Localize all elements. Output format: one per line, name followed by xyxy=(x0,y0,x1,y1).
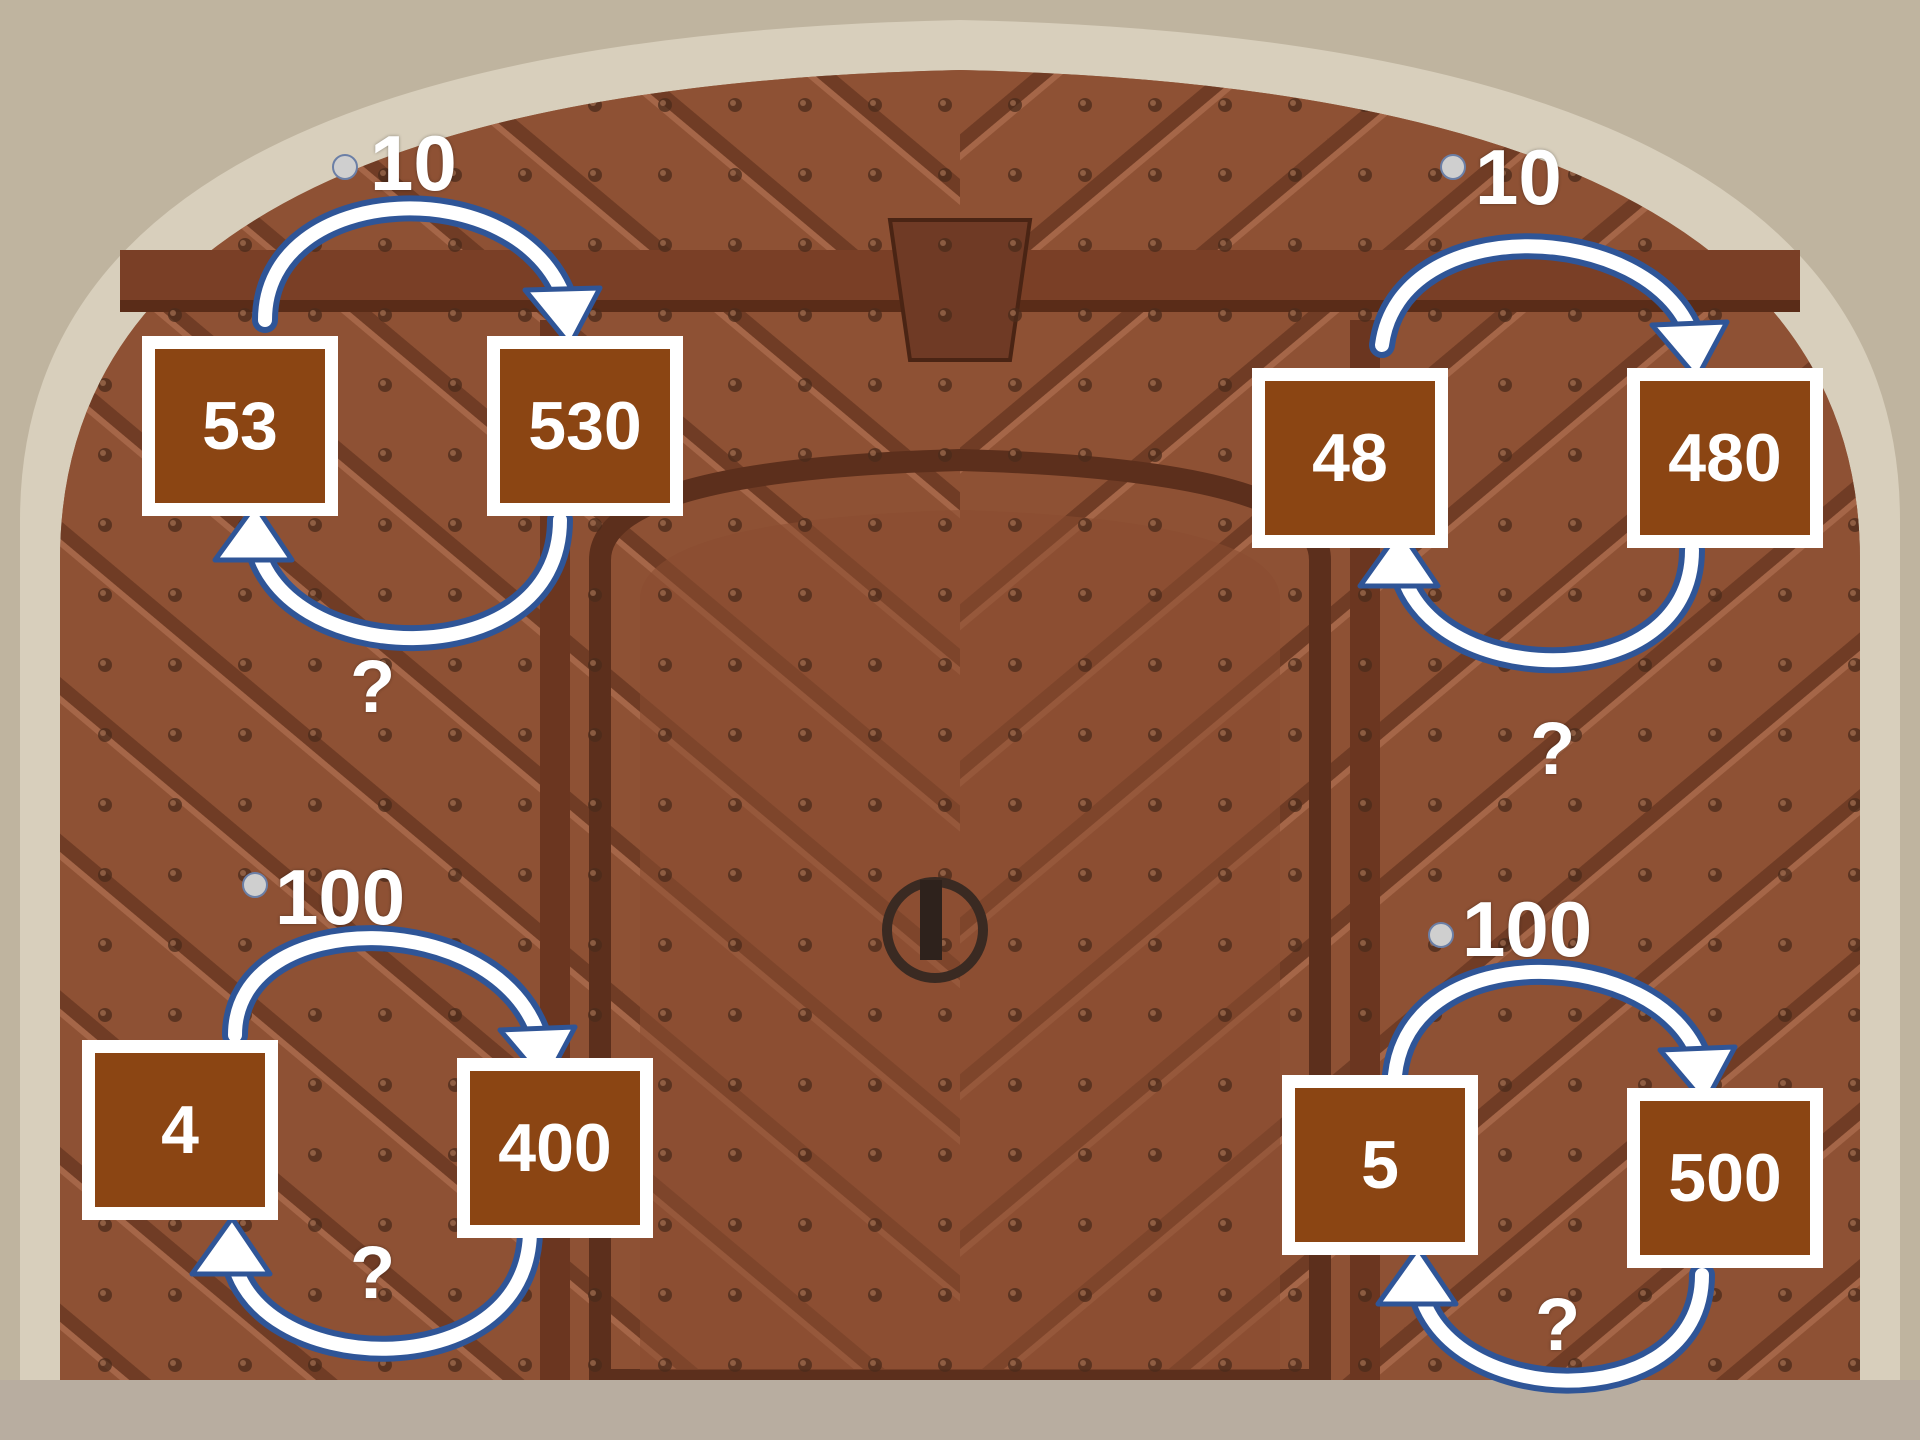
bullet-dot xyxy=(242,872,268,898)
bullet-dot xyxy=(332,154,358,180)
start-number-box: 53 xyxy=(142,336,338,516)
multiplier-label: 100 xyxy=(275,858,405,936)
multiplier-label: 10 xyxy=(370,124,457,202)
start-number-box: 48 xyxy=(1252,368,1448,548)
result-number-box: 480 xyxy=(1627,368,1823,548)
unknown-operation-label: ? xyxy=(1530,712,1575,786)
start-number-box: 4 xyxy=(82,1040,278,1220)
result-number-box: 530 xyxy=(487,336,683,516)
threshold xyxy=(0,1380,1920,1440)
unknown-operation-label: ? xyxy=(1535,1288,1580,1362)
unknown-operation-label: ? xyxy=(350,1236,395,1310)
start-number-box: 5 xyxy=(1282,1075,1478,1255)
bullet-dot xyxy=(1428,922,1454,948)
multiplier-label: 10 xyxy=(1475,138,1562,216)
result-number-box: 500 xyxy=(1627,1088,1823,1268)
multiplier-label: 100 xyxy=(1462,890,1592,968)
bullet-dot xyxy=(1440,154,1466,180)
result-number-box: 400 xyxy=(457,1058,653,1238)
unknown-operation-label: ? xyxy=(350,650,395,724)
